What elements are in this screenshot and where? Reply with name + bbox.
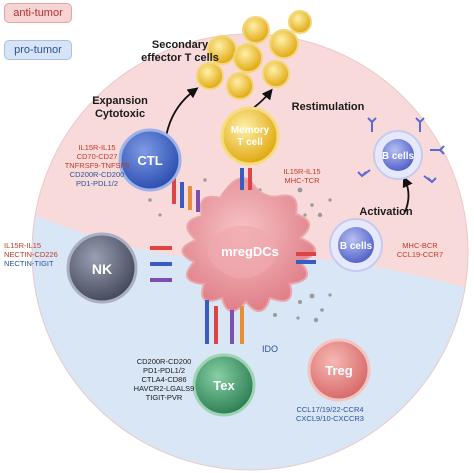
treg-interaction-0: CCL17/19/22-CCR4 [296, 405, 363, 414]
ctl-interaction-1: CD70-CD27 [77, 152, 118, 161]
memory-label-2: T cell [237, 137, 263, 148]
b-cells-top [357, 117, 445, 184]
b-cells-top-label: B cells [382, 151, 415, 162]
secondary-label-2: effector T cells [141, 52, 219, 64]
tex-interactions: CD200R-CD200PD1-PDL1/2CTLA4-CD86HAVCR2-L… [134, 357, 195, 402]
mregdc-cell [181, 177, 316, 312]
b-cells-mid [329, 218, 383, 272]
tex-receptors [205, 300, 244, 344]
memory-interaction-1: MHC-TCR [285, 176, 321, 185]
ctl-receptors [172, 178, 200, 212]
bcell-interaction-1: CCL19-CCR7 [397, 250, 443, 259]
tex-interaction-4: TIGIT-PVR [146, 393, 183, 402]
tex-interaction-3: HAVCR2-LGALS9 [134, 384, 195, 393]
tex-interaction-1: PD1-PDL1/2 [143, 366, 185, 375]
tex-cell [192, 353, 256, 417]
ctl-cell [118, 128, 182, 192]
nk-receptors [150, 246, 172, 282]
memory-receptors [240, 168, 252, 190]
b-cells-mid-label: B cells [340, 241, 373, 252]
ctl-label: CTL [137, 153, 162, 168]
bcell-receptors [296, 252, 316, 264]
ctl-interaction-0: IL15R-IL15 [78, 143, 115, 152]
memory-label-1: Memory [231, 125, 270, 136]
tex-interaction-2: CTLA4-CD86 [141, 375, 186, 384]
memory-t-cell [220, 106, 280, 166]
legend-anti-tumor: anti-tumor [4, 3, 72, 23]
nk-cell [66, 232, 138, 304]
restimulation-label: Restimulation [292, 101, 365, 113]
tex-label: Tex [213, 378, 235, 393]
ctl-interactions: IL15R-IL15CD70-CD27TNFRSF9-TNFSF9CD200R-… [65, 143, 130, 188]
ctl-interaction-2: TNFRSF9-TNFSF9 [65, 161, 130, 170]
activation-arrow [402, 176, 413, 213]
tex-interaction-0: CD200R-CD200 [137, 357, 192, 366]
treg-cell [307, 338, 371, 402]
expansion-label: Expansion [92, 95, 148, 107]
ctl-interaction-3: CD200R-CD200 [70, 170, 125, 179]
antibody-icons [357, 117, 445, 184]
ido-label: IDO [262, 344, 278, 354]
nk-interaction-0: IL15R-IL15 [4, 241, 41, 250]
nk-interaction-1: NECTIN-CD226 [4, 250, 58, 259]
nk-interaction-2: NECTIN-TIGIT [4, 259, 54, 268]
memory-interaction-0: IL15R-IL15 [283, 167, 320, 176]
treg-interaction-1: CXCL9/10-CXCCR3 [296, 414, 364, 423]
bcell-interaction-0: MHC-BCR [402, 241, 438, 250]
nk-label: NK [92, 261, 112, 277]
ctl-interaction-4: PD1-PDL1/2 [76, 179, 118, 188]
mregdc-label: mregDCs [221, 244, 279, 259]
cytotoxic-label: Cytotoxic [95, 108, 145, 120]
secondary-label-1: Secondary [152, 39, 209, 51]
activation-label: Activation [359, 206, 412, 218]
legend-pro-tumor: pro-tumor [4, 40, 72, 60]
secondary-effector-t-cells [196, 10, 312, 100]
treg-label: Treg [325, 363, 353, 378]
